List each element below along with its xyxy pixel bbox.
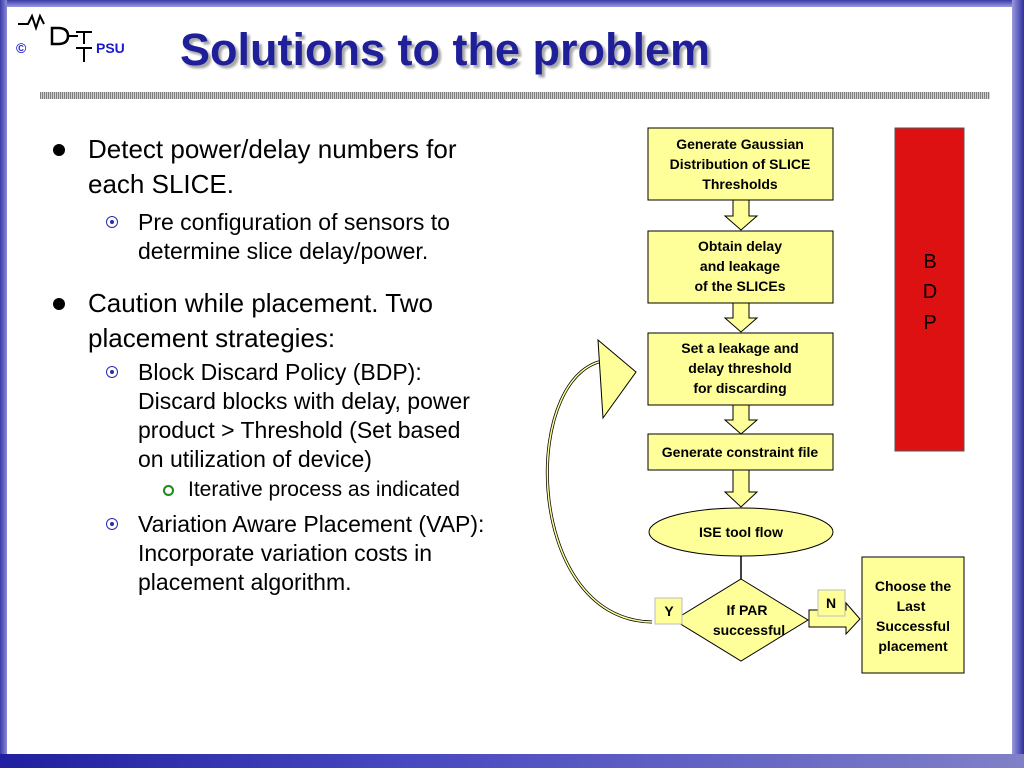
bdp-letter-p: P xyxy=(923,312,936,334)
decision-line1: If PAR xyxy=(727,602,768,618)
yes-label-box xyxy=(654,597,683,625)
slide-frame-left xyxy=(0,0,7,768)
sub-bullet-bdp-line2: Discard blocks with delay, power xyxy=(138,388,470,414)
bullet-dot-icon xyxy=(53,144,65,156)
title-divider xyxy=(40,92,990,99)
bdp-letter-b: B xyxy=(923,251,936,273)
sub-bullet-sensors-line2: determine slice delay/power. xyxy=(138,238,429,264)
choose-line1: Choose the xyxy=(875,578,951,594)
page-title: Solutions to the problem xyxy=(180,24,710,75)
bdp-letter-d: D xyxy=(923,281,937,303)
mdl-logo-mark xyxy=(18,13,92,62)
ise-ellipse xyxy=(648,507,834,557)
bullet-caution-line1: Caution while placement. Two xyxy=(88,288,433,318)
sub-sub-bullet-iterative-text: Iterative process as indicated xyxy=(188,478,460,501)
down-arrow-icon xyxy=(723,302,759,333)
down-arrow-icon xyxy=(723,469,759,508)
yes-label: Y xyxy=(664,603,674,619)
obtain-line2: and leakage xyxy=(700,258,780,274)
constraint-label: Generate constraint file xyxy=(662,444,819,460)
sub-bullet-bdp-line4: on utilization of device) xyxy=(138,446,372,472)
obtain-line3: of the SLICEs xyxy=(694,278,785,294)
target-bullet-icon xyxy=(106,518,118,530)
sub-sub-bullet-iterative: Iterative process as indicated xyxy=(48,476,588,504)
threshold-line3: for discarding xyxy=(693,380,786,396)
down-arrow-icon xyxy=(723,404,759,435)
sub-bullet-bdp-line1: Block Discard Policy (BDP): xyxy=(138,359,422,385)
bullet-detect-line2: each SLICE. xyxy=(88,169,234,199)
sub-bullet-bdp-line3: product > Threshold (Set based xyxy=(138,417,461,443)
bullet-detect: Detect power/delay numbers for each SLIC… xyxy=(48,132,588,202)
choose-line3: Successful xyxy=(876,618,950,634)
choose-line4: placement xyxy=(878,638,948,654)
slide-frame-right xyxy=(1012,0,1024,768)
bullet-dot-icon xyxy=(53,298,65,310)
gaussian-box xyxy=(647,127,834,201)
slide-frame-top xyxy=(0,0,1024,7)
choose-line2: Last xyxy=(897,598,926,614)
threshold-box xyxy=(647,332,834,406)
bullet-caution-line2: placement strategies: xyxy=(88,323,336,353)
threshold-line1: Set a leakage and xyxy=(681,340,799,356)
ise-label: ISE tool flow xyxy=(699,524,783,540)
decision-diamond xyxy=(673,578,809,662)
slide-frame-bottom xyxy=(0,754,1024,768)
sub-bullet-sensors-line1: Pre configuration of sensors to xyxy=(138,209,450,235)
obtain-line1: Obtain delay xyxy=(698,238,782,254)
sub-bullet-vap-line3: placement algorithm. xyxy=(138,569,352,595)
target-bullet-icon xyxy=(106,216,118,228)
decision-line2: successful xyxy=(713,622,785,638)
bullet-caution: Caution while placement. Two placement s… xyxy=(48,286,588,356)
down-arrow-icon xyxy=(723,199,759,231)
sub-bullet-bdp: Block Discard Policy (BDP): Discard bloc… xyxy=(48,358,588,474)
sub-bullet-sensors: Pre configuration of sensors to determin… xyxy=(48,208,588,266)
psu-label: PSU xyxy=(96,40,125,56)
mdl-logo: © PSU xyxy=(14,10,139,68)
constraint-box xyxy=(647,433,834,471)
sub-bullet-vap-line1: Variation Aware Placement (VAP): xyxy=(138,511,485,537)
right-arrow-icon xyxy=(808,601,861,636)
threshold-line2: delay threshold xyxy=(688,360,791,376)
target-bullet-icon xyxy=(106,366,118,378)
no-label: N xyxy=(826,595,836,611)
no-label-box xyxy=(817,589,846,617)
gaussian-line3: Thresholds xyxy=(702,176,778,192)
sub-bullet-vap: Variation Aware Placement (VAP): Incorpo… xyxy=(48,510,588,597)
gaussian-line2: Distribution of SLICE xyxy=(670,156,811,172)
sub-bullet-vap-line2: Incorporate variation costs in xyxy=(138,540,433,566)
gaussian-line1: Generate Gaussian xyxy=(676,136,804,152)
bullet-detect-line1: Detect power/delay numbers for xyxy=(88,134,457,164)
bullet-list: Detect power/delay numbers for each SLIC… xyxy=(48,132,588,597)
copyright-symbol: © xyxy=(16,40,27,56)
bdp-panel xyxy=(894,127,965,452)
ring-bullet-icon xyxy=(163,485,174,496)
obtain-box xyxy=(647,230,834,304)
choose-placement-box xyxy=(861,556,965,674)
